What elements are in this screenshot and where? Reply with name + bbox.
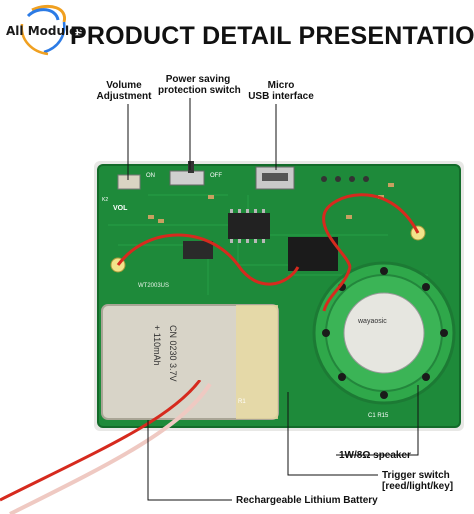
label-speaker: 1W/8Ω speaker	[339, 450, 411, 461]
label-volume-line2: Adjustment	[96, 91, 152, 102]
brand-logo: All Modules	[2, 2, 102, 58]
on-silkscreen: ON	[146, 173, 155, 179]
off-silkscreen: OFF	[210, 173, 222, 179]
label-usb: Micro USB interface	[246, 80, 316, 102]
product-photo: VOL K2 ON OFF WT2003US + 110mAh CN 0230 …	[94, 161, 464, 431]
speaker-print: wayaosic	[357, 318, 387, 325]
label-power-switch: Power saving protection switch	[158, 74, 241, 96]
label-volume: Volume Adjustment	[96, 80, 152, 102]
speaker-cone	[343, 292, 425, 374]
label-power-line1: Power saving	[165, 74, 231, 85]
k2-silkscreen: K2	[102, 197, 108, 203]
power-switch	[169, 170, 205, 186]
label-trigger-line1: Trigger switch	[382, 470, 450, 481]
label-volume-line1: Volume	[106, 80, 142, 91]
logo-text: All Modules	[6, 24, 85, 38]
label-usb-line2: USB interface	[248, 91, 314, 102]
red-wire-left	[116, 233, 300, 286]
ic-chip	[228, 213, 270, 239]
label-battery: Rechargeable Lithium Battery	[236, 495, 378, 506]
logo-swirl-icon	[20, 5, 67, 56]
label-usb-line1: Micro	[267, 80, 295, 91]
trigger-wires	[0, 380, 212, 514]
label-power-line2: protection switch	[158, 85, 241, 96]
main-ic-chip	[288, 237, 338, 271]
red-wire-right	[322, 193, 420, 268]
board-id-silkscreen: WT2003US	[138, 283, 169, 289]
battery-print-1: + 110mAh	[152, 325, 162, 366]
vol-silkscreen: VOL	[113, 205, 128, 212]
small-chip	[183, 241, 213, 259]
page-title: PRODUCT DETAIL PRESENTATION	[70, 22, 474, 50]
label-trigger: Trigger switch [reed/light/key]	[382, 470, 453, 492]
label-trigger-line2: [reed/light/key]	[382, 481, 454, 492]
volume-knob	[117, 174, 141, 190]
power-switch-lever	[188, 161, 194, 173]
r1-silkscreen: R1	[238, 399, 246, 405]
c1-silkscreen: C1 R15	[368, 413, 389, 419]
battery-print-2: CN 0230 3.7V	[168, 325, 178, 382]
